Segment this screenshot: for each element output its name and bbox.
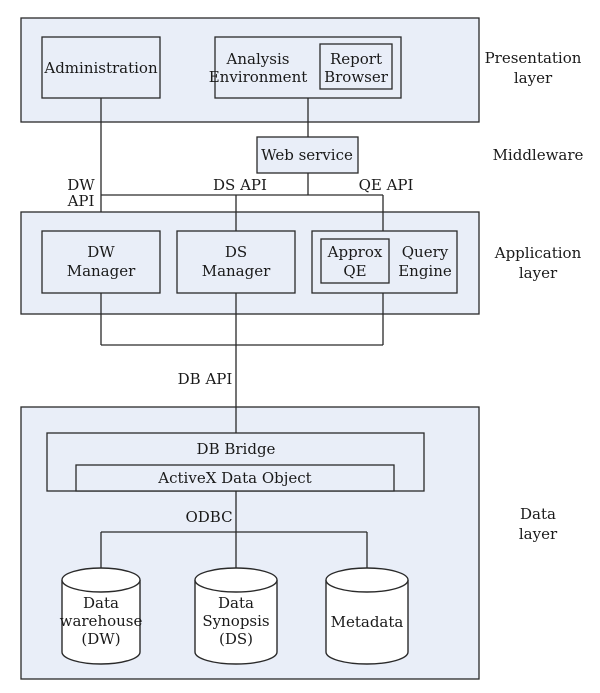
data-warehouse-cylinder-body	[61, 580, 141, 665]
approx-qe-box	[320, 238, 390, 284]
administration-label: Administration	[43, 59, 158, 77]
approx-qe-label-line: QE	[343, 262, 366, 280]
analysis-environment-label-line: Environment	[209, 68, 308, 86]
data-warehouse-cylinder-top	[61, 567, 141, 593]
middleware-label: Middleware	[493, 146, 584, 164]
metadata-cylinder: Metadata	[325, 567, 409, 665]
odbc-label-line: ODBC	[185, 508, 232, 526]
metadata-label-line: Metadata	[331, 613, 404, 631]
metadata-cylinder-top	[325, 567, 409, 593]
application-layer-label-line: layer	[519, 264, 558, 282]
ds-manager-label-line: Manager	[202, 262, 271, 280]
analysis-environment-label-line: Analysis	[226, 50, 290, 68]
data-synopsis-cylinder-body	[194, 580, 278, 665]
ds-manager-box	[176, 230, 296, 294]
data-synopsis-label-line: Synopsis	[202, 612, 269, 630]
ds-manager-label-line: DS	[225, 243, 247, 261]
dw-api-label-line: API	[67, 192, 95, 210]
activex-data-object-box	[75, 464, 395, 492]
query-engine-label-line: Engine	[398, 262, 452, 280]
dw-manager-box	[41, 230, 161, 294]
dw-manager-label-line: Manager	[67, 262, 136, 280]
data-synopsis-label-line: Data	[218, 594, 254, 612]
data-warehouse-label-line: Data	[83, 594, 119, 612]
qe-api-label: QE API	[359, 176, 414, 194]
dw-manager-label-line: DW	[87, 243, 115, 261]
data-synopsis-label-line: (DS)	[219, 630, 253, 648]
ds-api-label-line: DS API	[213, 176, 267, 194]
data-warehouse-label-line: (DW)	[81, 630, 120, 648]
metadata-cylinder-body	[325, 580, 409, 665]
presentation-layer-label-line: layer	[514, 69, 553, 87]
odbc-label: ODBC	[185, 508, 232, 526]
data-warehouse-label-line: warehouse	[60, 612, 143, 630]
middleware-label-line: Middleware	[493, 146, 584, 164]
dw-api-label-line: DW	[67, 176, 95, 194]
query-engine-label-line: Query	[402, 243, 449, 261]
report-browser-label-line: Report	[330, 50, 382, 68]
activex-data-object-label-line: ActiveX Data Object	[157, 469, 311, 487]
web-service-label-line: Web service	[261, 146, 353, 164]
db-api-label-line: DB API	[178, 370, 233, 388]
data-layer-label-line: Data	[520, 505, 556, 523]
data-layer-label: Data layer	[519, 505, 558, 543]
administration-label-line: Administration	[43, 59, 158, 77]
approx-qe-label-line: Approx	[327, 243, 383, 261]
db-bridge-label-line: DB Bridge	[197, 440, 276, 458]
presentation-layer-label: Presentation layer	[485, 49, 582, 87]
presentation-layer-label-line: Presentation	[485, 49, 582, 67]
db-bridge-label: DB Bridge	[197, 440, 276, 458]
report-browser-box	[319, 43, 393, 90]
application-layer-label: Application layer	[494, 244, 582, 282]
activex-data-object-label: ActiveX Data Object	[157, 469, 311, 487]
administration-box	[41, 36, 161, 99]
data-synopsis-cylinder-top	[194, 567, 278, 593]
data-layer-label-line: layer	[519, 525, 558, 543]
ds-api-label: DS API	[213, 176, 267, 194]
qe-api-label-line: QE API	[359, 176, 414, 194]
web-service-label: Web service	[261, 146, 353, 164]
metadata-label: Metadata	[331, 613, 404, 631]
connectors	[100, 98, 384, 569]
application-layer-label-line: Application	[494, 244, 582, 262]
report-browser-label-line: Browser	[324, 68, 389, 86]
web-service-box	[256, 136, 359, 174]
db-api-label: DB API	[178, 370, 233, 388]
